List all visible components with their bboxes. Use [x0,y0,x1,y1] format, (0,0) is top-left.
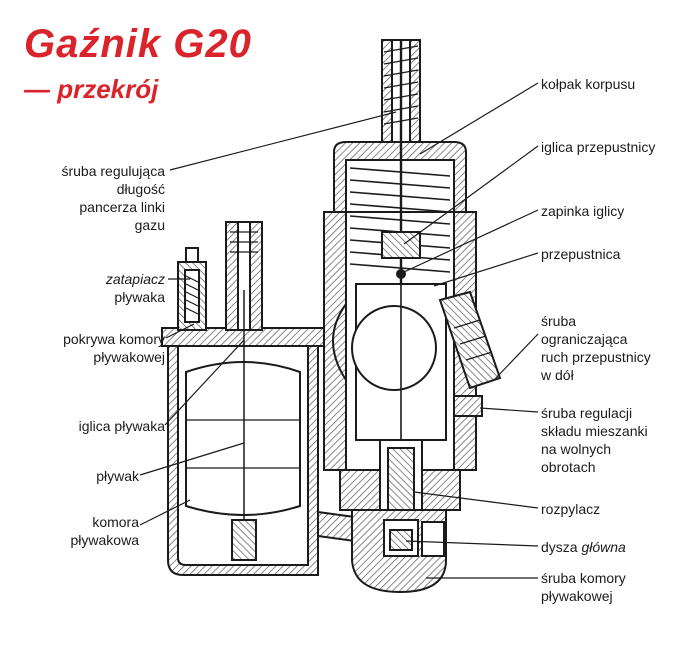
label-sruba-ograniczajaca: śruba ograniczająca ruch przepustnicy w … [541,313,651,383]
leader-rozpylacz [413,491,539,509]
label-przepustnica: przepustnica [541,246,621,262]
label-rozpylacz: rozpylacz [541,501,601,517]
leader-dysza [405,540,539,547]
label-zatapiacz: zatapiacz pływaka [105,271,165,305]
label-komora: komora pływakowa [70,514,139,548]
label-pokrywa: pokrywa komory pływakowej [63,331,165,365]
label-iglica-plywaka: iglica pływaka [78,418,165,434]
leader-kolpak [419,82,539,155]
leader-zapinka [403,209,539,273]
leader-pokrywa [165,323,195,339]
leader-iglica-plywaka [164,339,245,426]
leader-lines [139,82,539,579]
diagram-title: Gaźnik G20 [24,22,252,66]
leader-sruba-ograniczajaca [493,333,539,381]
label-sruba-regulujaca: śruba regulująca długość pancerza linki … [61,163,165,233]
label-sruba-komory: śruba komory pływakowej [541,570,626,604]
leader-plywak [139,442,245,476]
label-sruba-regulacji: śruba regulacji składu mieszanki na woln… [541,405,648,475]
leader-sruba-regulacji [479,407,539,413]
leader-komora [139,499,191,526]
label-plywak: pływak [96,468,139,484]
label-dysza: dysza główna [541,539,626,555]
diagram-subtitle: — przekrój [24,74,159,104]
float-chamber [161,221,363,576]
carburetor-body [323,39,502,594]
leader-iglica-przepustnicy [403,145,539,245]
label-zapinka: zapinka iglicy [541,203,625,219]
label-iglica-przepustnicy: iglica przepustnicy [541,139,656,155]
label-kolpak: kołpak korpusu [541,76,636,92]
leader-sruba-regulujaca [169,111,397,171]
leader-przepustnica [433,252,539,287]
